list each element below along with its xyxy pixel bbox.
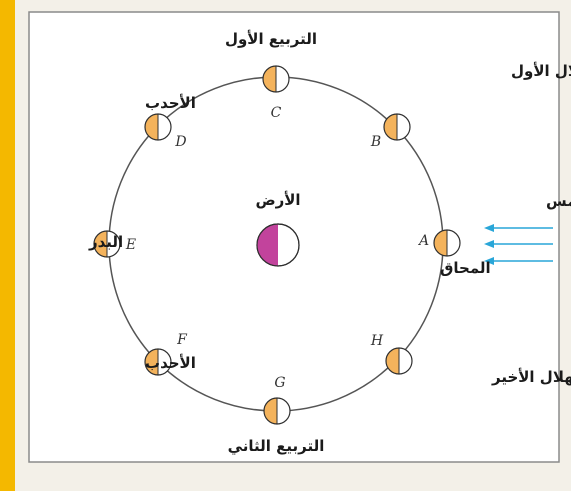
phase-label-h: الهلال الأخير: [491, 368, 571, 386]
position-letter-b: B: [370, 134, 381, 150]
phase-label-f: الأحدب: [145, 354, 196, 372]
position-letter-e: E: [125, 237, 136, 253]
phase-label-d: الأحدب: [145, 94, 196, 112]
position-letter-g: G: [274, 375, 285, 391]
phase-label-c: التربيع الأول: [225, 30, 317, 48]
sun-rays-label: أشعة الشمس: [546, 191, 571, 210]
phase-label-e: البدر: [88, 233, 123, 251]
earth-label: الأرض: [255, 191, 300, 209]
accent-bar: [0, 0, 15, 491]
position-letter-d: D: [174, 134, 186, 150]
position-letter-a: A: [417, 233, 429, 249]
phase-label-b: الهلال الأول: [511, 62, 571, 80]
earth: [257, 224, 299, 266]
phase-label-g: التربيع الثاني: [228, 437, 325, 455]
position-letter-f: F: [176, 332, 188, 348]
position-letter-h: H: [370, 333, 384, 349]
position-letter-c: C: [271, 105, 282, 121]
phase-label-a: المحاق: [440, 259, 491, 277]
